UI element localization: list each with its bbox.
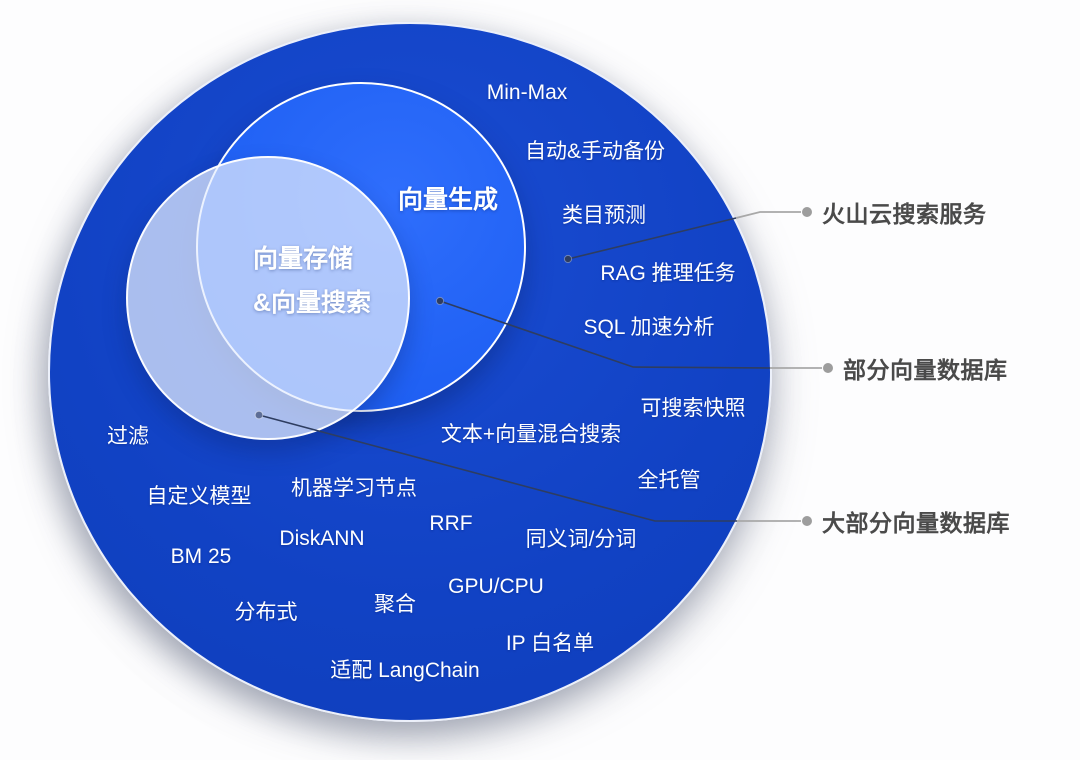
- legend-label-outer-circle: 火山云搜索服务: [822, 201, 987, 227]
- feature-label: BM 25: [170, 545, 232, 568]
- feature-label: DiskANN: [279, 527, 365, 550]
- feature-label: 适配 LangChain: [330, 659, 480, 682]
- feature-label: 自定义模型: [146, 485, 252, 508]
- middle-circle-title: 向量生成: [397, 186, 499, 214]
- feature-label: SQL 加速分析: [583, 316, 715, 339]
- inner-circle-title-line2: &向量搜索: [253, 289, 372, 317]
- feature-label: 自动&手动备份: [524, 140, 666, 163]
- feature-label: RRF: [429, 512, 473, 535]
- inner-circle-title-line1: 向量存储: [253, 245, 354, 273]
- legend-dot: [802, 207, 812, 217]
- feature-label: RAG 推理任务: [600, 262, 736, 285]
- feature-label: 文本+向量混合搜索: [440, 423, 622, 446]
- legend-dot: [802, 516, 812, 526]
- feature-label: 全托管: [637, 469, 701, 492]
- feature-label: 过滤: [107, 425, 149, 448]
- feature-label: GPU/CPU: [448, 575, 544, 598]
- feature-label: Min-Max: [486, 81, 568, 104]
- feature-label: 分布式: [234, 601, 298, 624]
- feature-label: 可搜索快照: [640, 397, 746, 420]
- legend-dot: [823, 363, 833, 373]
- legend-label-inner-circle: 大部分向量数据库: [822, 510, 1010, 536]
- legend-label-middle-circle: 部分向量数据库: [843, 357, 1008, 383]
- feature-label: 机器学习节点: [291, 477, 417, 500]
- inner-circle-title: 向量存储 &向量搜索: [253, 237, 371, 325]
- feature-label: 同义词/分词: [525, 528, 637, 551]
- feature-label: 类目预测: [562, 204, 646, 227]
- feature-label: 聚合: [374, 593, 416, 616]
- feature-label: IP 白名单: [505, 632, 595, 655]
